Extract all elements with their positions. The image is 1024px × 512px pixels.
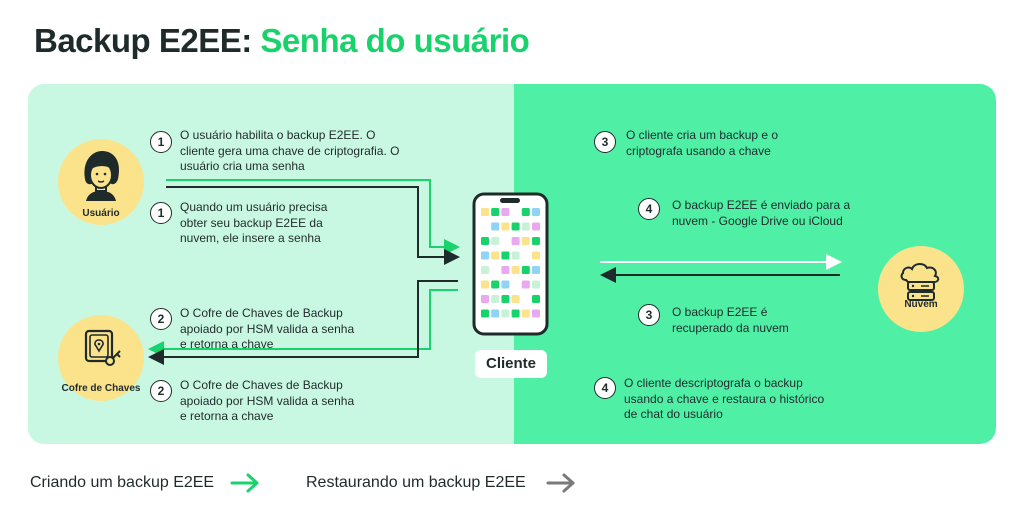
phone-screen-tile (481, 251, 489, 260)
phone-screen-tile (511, 237, 520, 245)
step-number: 3 (594, 131, 616, 153)
legend-restore-arrow (546, 473, 575, 493)
phone-screen-tile (532, 309, 540, 318)
phone-screen-tile (521, 251, 530, 260)
phone-screen-tile (501, 280, 510, 289)
phone-screen-tile (481, 208, 489, 216)
phone-screen-tile (481, 309, 489, 318)
phone-screen-tile (511, 280, 520, 289)
phone-screen-tile (481, 266, 489, 274)
phone-screen-tile (511, 208, 520, 216)
arrow-user-to-client-create (166, 179, 460, 255)
phone-screen-tile (511, 309, 520, 318)
phone-screen-tile (491, 266, 500, 274)
step-description: O cliente descriptografa o backup usando… (624, 376, 825, 421)
phone-screen-tile (532, 266, 540, 274)
key-vault-icon (84, 329, 121, 366)
phone-screen-tile (501, 237, 510, 245)
client-label: Cliente (475, 350, 547, 378)
vault-label: Cofre de Chaves (61, 383, 141, 394)
phone-screen-tile (532, 237, 540, 245)
step-number: 1 (150, 202, 172, 224)
title-highlight: Senha do usuário (260, 22, 530, 59)
step-number: 4 (638, 198, 660, 220)
phone-screen-tile (501, 251, 510, 260)
phone-screen-tile (481, 280, 489, 289)
phone-screen-tile (532, 222, 540, 231)
phone-screen-tile (511, 222, 520, 231)
phone-screen-tile (511, 295, 520, 303)
phone-screen-tile (491, 237, 500, 245)
step-number: 4 (594, 377, 616, 399)
phone-screen-tile (511, 266, 520, 274)
phone-screen-tile (491, 280, 500, 289)
phone-screen-tile (521, 208, 530, 216)
phone-screen-tile (532, 280, 540, 289)
phone-screen-tile (491, 309, 500, 318)
phone-screen-tile (491, 295, 500, 303)
phone-screen-tile (532, 251, 540, 260)
phone-screen-tile (521, 309, 530, 318)
phone-screen-tile (501, 208, 510, 216)
step-number: 3 (638, 304, 660, 326)
phone-screen-tile (532, 208, 540, 216)
user-actor (58, 139, 144, 225)
phone-screen-tile (491, 251, 500, 260)
phone-screen-tile (481, 237, 489, 245)
legend-create-label: Criando um backup E2EE (30, 474, 215, 491)
step-description: Quando um usuário precisa obter seu back… (180, 200, 328, 245)
phone-screen-tile (521, 295, 530, 303)
cloud-server-icon (900, 263, 940, 301)
vault-actor (58, 315, 144, 401)
step-number: 2 (150, 308, 172, 330)
phone-screen-tile (532, 295, 540, 303)
step-description: O cliente cria um backup e o criptografa… (626, 128, 779, 158)
user-label: Usuário (82, 208, 120, 219)
step-description: O backup E2EE é enviado para a nuvem - G… (672, 198, 851, 228)
phone-screen-tile (501, 222, 510, 231)
title-main: Backup E2EE: (34, 22, 252, 59)
phone-screen-tile (501, 309, 510, 318)
arrow-client-to-vault-restore (148, 280, 458, 365)
phone-screen-tile (511, 251, 520, 260)
legend-create-arrow (230, 473, 259, 493)
step-description: O Cofre de Chaves de Backup apoiado por … (180, 378, 355, 423)
step-description: O usuário habilita o backup E2EE. O clie… (180, 128, 400, 173)
step-description: O backup E2EE é recuperado da nuvem (672, 305, 789, 335)
step-description: O Cofre de Chaves de Backup apoiado por … (180, 306, 355, 351)
phone-screen-tile (481, 222, 489, 231)
phone-icon (472, 192, 549, 336)
cloud-label: Nuvem (904, 299, 938, 310)
phone-screen-tile (491, 222, 500, 231)
step-number: 1 (150, 131, 172, 153)
legend-restore-label: Restaurando um backup E2EE (306, 474, 526, 491)
user-icon (84, 151, 120, 201)
step-number: 2 (150, 380, 172, 402)
phone-screen-tile (521, 237, 530, 245)
phone-screen-tile (481, 295, 489, 303)
phone-screen-tile (521, 280, 530, 289)
phone-screen-tile (501, 266, 510, 274)
phone-screen-tile (501, 295, 510, 303)
arrow-user-to-client-restore (166, 186, 460, 265)
phone-screen-tile (491, 208, 500, 216)
arrow-client-to-vault-create (148, 289, 458, 357)
phone-screen-tile (521, 222, 530, 231)
page-title: Backup E2EE: Senha do usuário (34, 22, 530, 60)
cloud-actor (878, 246, 964, 332)
phone-screen-tile (521, 266, 530, 274)
